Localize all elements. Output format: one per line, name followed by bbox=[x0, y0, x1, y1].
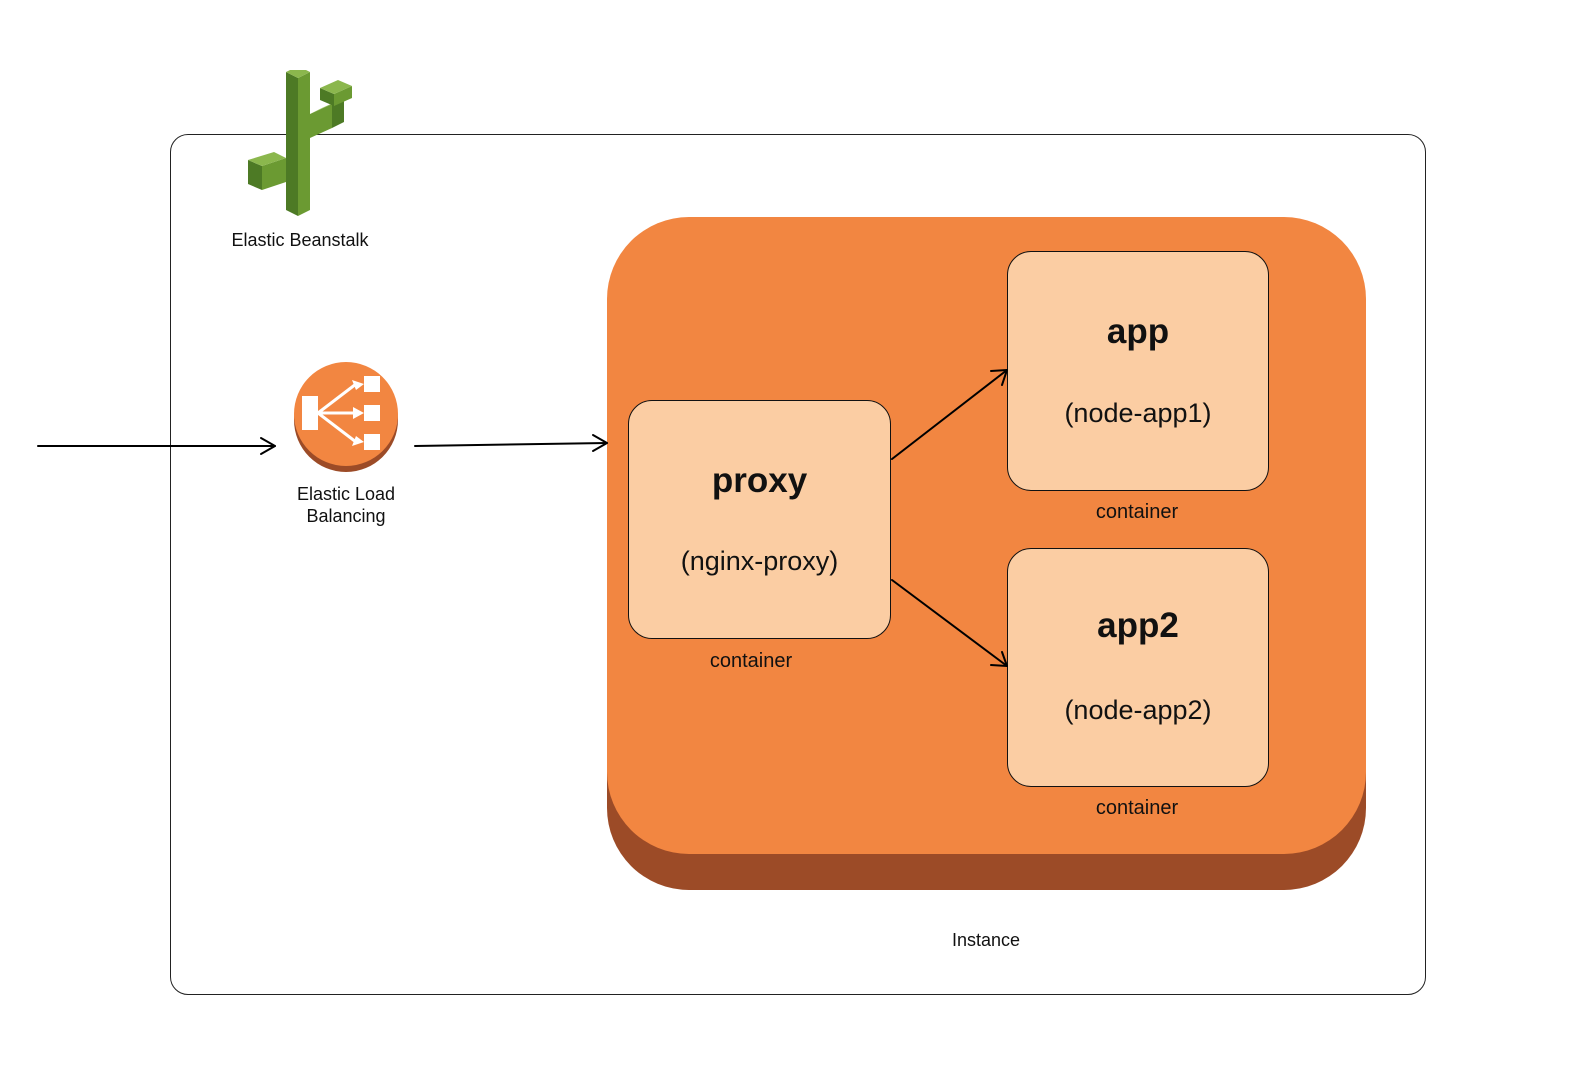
instance-label: Instance bbox=[951, 930, 1021, 950]
app2-title: app2 bbox=[1097, 606, 1179, 645]
proxy-title: proxy bbox=[711, 461, 808, 500]
elb-label-line2: Balancing bbox=[306, 506, 386, 526]
app-container-caption: container bbox=[1095, 501, 1179, 523]
app2-container-caption: container bbox=[1095, 797, 1179, 819]
app-subtitle: (node-app1) bbox=[1064, 398, 1212, 428]
proxy-container-caption: container bbox=[709, 650, 793, 672]
proxy-subtitle: (nginx-proxy) bbox=[680, 546, 839, 576]
elastic-beanstalk-icon bbox=[248, 70, 352, 216]
elastic-load-balancing-icon bbox=[294, 362, 398, 472]
app-container: app (node-app1) bbox=[1007, 251, 1269, 491]
app-title: app bbox=[1106, 312, 1170, 351]
elb-label-line1: Elastic Load bbox=[296, 484, 396, 504]
proxy-container: proxy (nginx-proxy) bbox=[628, 400, 891, 639]
app2-subtitle: (node-app2) bbox=[1064, 695, 1212, 725]
app2-container: app2 (node-app2) bbox=[1007, 548, 1269, 787]
elastic-load-balancing-label: Elastic Load Balancing bbox=[266, 483, 426, 527]
elastic-beanstalk-label: Elastic Beanstalk bbox=[231, 230, 369, 250]
